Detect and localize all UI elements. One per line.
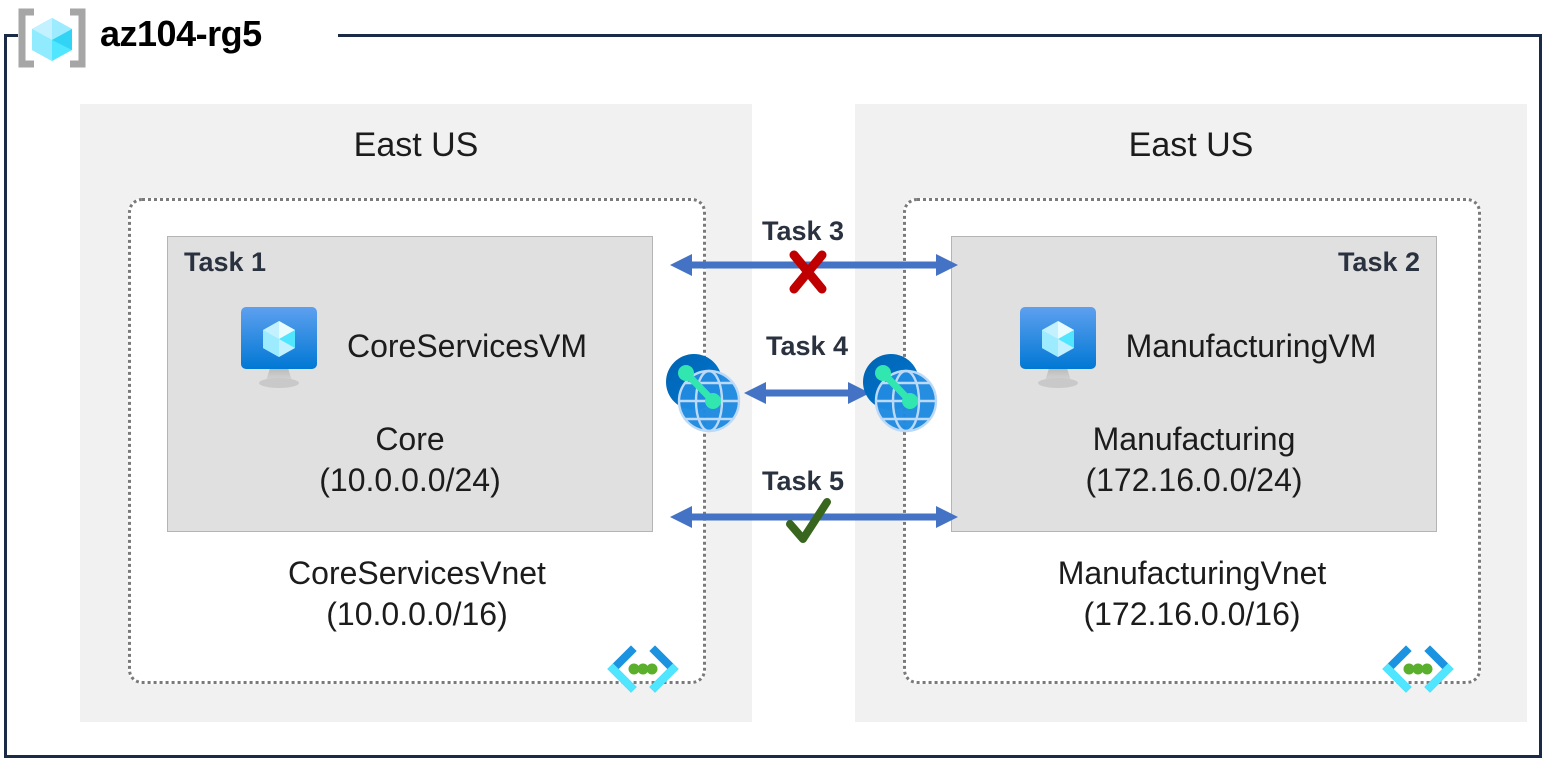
resource-group-frame	[4, 34, 1542, 758]
subnet-name-right: Manufacturing	[1092, 421, 1296, 457]
subnet-cidr-left: (10.0.0.0/24)	[319, 461, 501, 498]
vm-name-left: CoreServicesVM	[346, 327, 588, 364]
vm-name-right: ManufacturingVM	[1125, 327, 1377, 364]
vnet-cidr-left: (10.0.0.0/16)	[326, 595, 508, 632]
virtual-network-icon	[607, 645, 679, 693]
vm-row-right: ManufacturingVM	[952, 303, 1436, 389]
subnet-label-right: Manufacturing (172.16.0.0/24)	[952, 419, 1436, 501]
vnet-name-left: CoreServicesVnet	[288, 555, 546, 591]
page-title: az104-rg5	[100, 13, 262, 54]
connector-label-task-5: Task 5	[761, 466, 845, 496]
vnet-peering-icon	[661, 351, 745, 435]
vnet-peering-icon	[858, 351, 942, 435]
subnet-manufacturing: Task 2	[951, 236, 1437, 532]
connector-label-task-3: Task 3	[761, 216, 845, 246]
check-icon	[782, 494, 838, 555]
vnet-cidr-right: (172.16.0.0/16)	[1083, 595, 1301, 632]
vnet-label-right: ManufacturingVnet (172.16.0.0/16)	[906, 553, 1478, 635]
vnet-label-left: CoreServicesVnet (10.0.0.0/16)	[131, 553, 703, 635]
region-label-left: East US	[353, 126, 479, 164]
virtual-machine-icon	[1012, 303, 1104, 389]
cross-icon	[787, 250, 829, 299]
connector-label-task-4: Task 4	[765, 331, 849, 361]
subnet-core: Task 1	[167, 236, 653, 532]
task-badge-2: Task 2	[1337, 247, 1420, 277]
subnet-label-left: Core (10.0.0.0/24)	[168, 419, 652, 501]
connector-arrow-task-4	[742, 378, 872, 413]
vnet-name-right: ManufacturingVnet	[1057, 555, 1327, 591]
task-badge-1: Task 1	[184, 247, 267, 277]
subnet-cidr-right: (172.16.0.0/24)	[1085, 461, 1303, 498]
region-label-right: East US	[1128, 126, 1254, 164]
vm-row-left: CoreServicesVM	[168, 303, 652, 389]
virtual-network-icon	[1382, 645, 1454, 693]
virtual-machine-icon	[233, 303, 325, 389]
subnet-name-left: Core	[375, 421, 445, 457]
resource-group-icon	[14, 6, 90, 70]
